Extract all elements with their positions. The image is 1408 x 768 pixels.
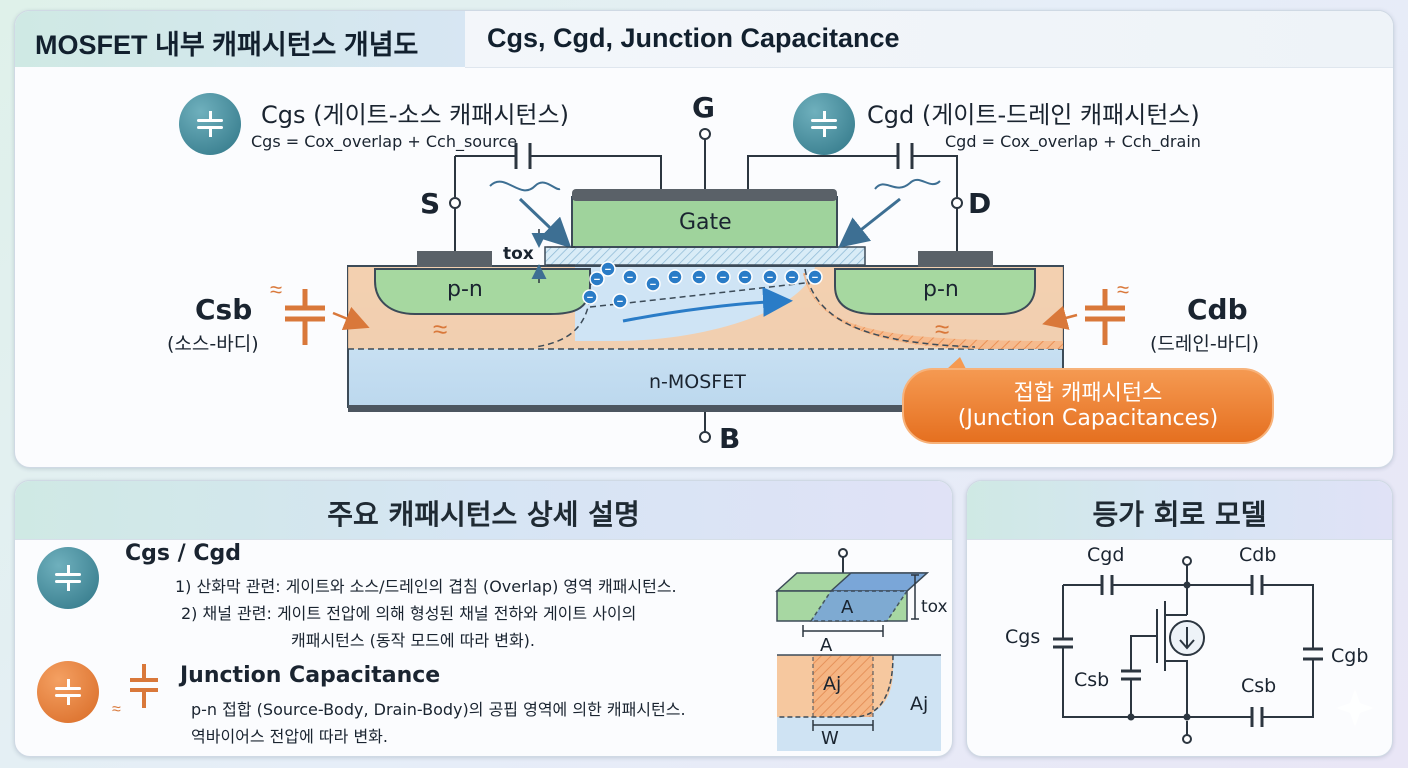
gate-terminal <box>699 128 711 140</box>
junction-line-1: p-n 접합 (Source-Body, Drain-Body)의 공핍 영역에… <box>191 700 686 719</box>
cgd-label: Cgd (게이트-드레인 캐패시턴스) <box>867 101 1200 129</box>
depletion-wave-left: ≈ <box>433 314 447 344</box>
title-bar-right: Cgs, Cgd, Junction Capacitance <box>465 11 1393 68</box>
page-title: MOSFET 내부 캐패시턴스 개념도 <box>35 30 419 60</box>
svg-text:−: − <box>617 296 623 308</box>
gate-oxide <box>544 246 866 266</box>
drain-pn-region <box>834 268 1036 315</box>
svg-text:−: − <box>742 272 748 284</box>
junction-capacitor-icon: ≈ <box>112 664 158 716</box>
csb-label: Csb <box>195 293 253 326</box>
svg-text:−: − <box>812 272 818 284</box>
cgs-cgd-badge-icon <box>37 547 99 609</box>
body-contact-bar <box>348 405 1063 412</box>
svg-text:−: − <box>672 272 678 284</box>
source-terminal-label: S <box>420 187 441 220</box>
details-panel: 주요 캐패시턴스 상세 설명 Cgs / Cgd 1) 산화막 관련: 게이트와… <box>14 480 953 757</box>
svg-text:−: − <box>789 272 795 284</box>
junction-line-2: 역바이어스 전압에 따라 변화. <box>191 727 388 746</box>
sparkle-icon <box>1336 689 1374 727</box>
cgs-cgd-line-3: 캐패시턴스 (동작 모드에 따라 변화). <box>291 631 535 650</box>
substrate-label: n-MOSFET <box>649 371 746 393</box>
svg-text:−: − <box>594 274 600 286</box>
junction-callout <box>902 357 1274 444</box>
gate-terminal-label: G <box>692 91 715 124</box>
svg-text:−: − <box>720 272 726 284</box>
svg-text:−: − <box>587 292 593 304</box>
circuit-csb-bottom-label: Csb <box>1241 675 1277 697</box>
svg-text:−: − <box>650 279 656 291</box>
svg-text:≈: ≈ <box>112 701 121 716</box>
cgs-cgd-line-1: 1) 산화막 관련: 게이트와 소스/드레인의 겹침 (Overlap) 영역 … <box>175 577 677 596</box>
circuit-cgd-label: Cgd <box>1087 544 1125 566</box>
drain-region-label: p-n <box>923 277 959 302</box>
tox-label: tox <box>503 244 534 264</box>
cgs-cgd-line-2: 2) 채널 관련: 게이트 전압에 의해 형성된 채널 전하와 게이트 사이의 <box>181 604 637 623</box>
page-subtitle: Cgs, Cgd, Junction Capacitance <box>487 23 900 53</box>
source-terminal <box>449 197 461 209</box>
svg-text:≈: ≈ <box>1117 277 1129 302</box>
title-bar-left: MOSFET 내부 캐패시턴스 개념도 <box>15 11 465 67</box>
svg-text:≈: ≈ <box>270 277 282 302</box>
equivalent-circuit-diagram <box>1053 556 1374 744</box>
capacitance-area-illustration <box>775 548 941 751</box>
junction-badge-icon <box>37 661 99 723</box>
gate-metal <box>572 189 837 201</box>
circuit-csb-left-label: Csb <box>1074 669 1110 691</box>
cgs-label: Cgs (게이트-소스 캐패시턴스) <box>261 101 569 129</box>
circuit-header: 등가 회로 모델 <box>967 481 1392 540</box>
mini-tox-label: tox <box>921 597 948 617</box>
cdb-desc: (드레인-바디) <box>1150 333 1260 355</box>
cgs-cgd-heading: Cgs / Cgd <box>125 541 241 566</box>
channel-electrons <box>582 261 823 309</box>
svg-text:−: − <box>627 272 633 284</box>
source-metal <box>417 251 492 267</box>
drain-terminal-label: D <box>968 187 992 220</box>
circuit-cdb-label: Cdb <box>1239 544 1277 566</box>
circuit-cgs-label: Cgs <box>1005 626 1041 648</box>
body-terminal <box>699 431 711 443</box>
junction-width-label: W <box>821 728 839 749</box>
cgd-formula: Cgd = Cox_overlap + Cch_drain <box>945 132 1201 151</box>
circuit-title: 등가 회로 모델 <box>1092 498 1267 531</box>
depletion-wave-right: ≈ <box>935 314 949 344</box>
junction-area-side-label: Aj <box>910 693 929 715</box>
circuit-cgb-label: Cgb <box>1331 645 1369 667</box>
body-terminal-label: B <box>719 422 741 455</box>
drain-terminal <box>951 197 963 209</box>
mosfet-diagram-panel: MOSFET 내부 캐패시턴스 개념도 Cgs, Cgd, Junction C… <box>14 10 1394 468</box>
csb-capacitor-icon: ≈ <box>270 277 370 345</box>
junction-callout-title: 접합 캐패시턴스 <box>1013 381 1163 406</box>
junction-area-label: Aj <box>823 673 842 695</box>
overlap-area-label: A <box>841 597 854 618</box>
cgd-badge-icon <box>793 93 855 155</box>
drain-metal <box>918 251 993 267</box>
mosfet-cross-section: −−− −−− −−− −−− − ≈ ≈ ≈ ≈ <box>270 128 1274 444</box>
junction-heading: Junction Capacitance <box>180 663 441 688</box>
equivalent-circuit-panel: 등가 회로 모델 <box>966 480 1393 757</box>
cdb-label: Cdb <box>1187 293 1248 326</box>
cdb-capacitor-icon: ≈ <box>1042 277 1129 345</box>
details-header: 주요 캐패시턴스 상세 설명 <box>15 481 952 540</box>
svg-text:−: − <box>696 272 702 284</box>
svg-text:−: − <box>767 272 773 284</box>
gate-label: Gate <box>679 210 732 235</box>
overlap-width-label: A <box>820 635 833 656</box>
details-title: 주요 캐패시턴스 상세 설명 <box>327 498 640 531</box>
gate-block <box>571 196 838 248</box>
cgs-formula: Cgs = Cox_overlap + Cch_source <box>251 132 518 151</box>
csb-desc: (소스-바디) <box>167 333 259 355</box>
source-region-label: p-n <box>447 277 483 302</box>
cgs-badge-icon <box>179 93 241 155</box>
svg-text:−: − <box>605 264 611 276</box>
junction-callout-subtitle: (Junction Capacitances) <box>957 406 1219 431</box>
